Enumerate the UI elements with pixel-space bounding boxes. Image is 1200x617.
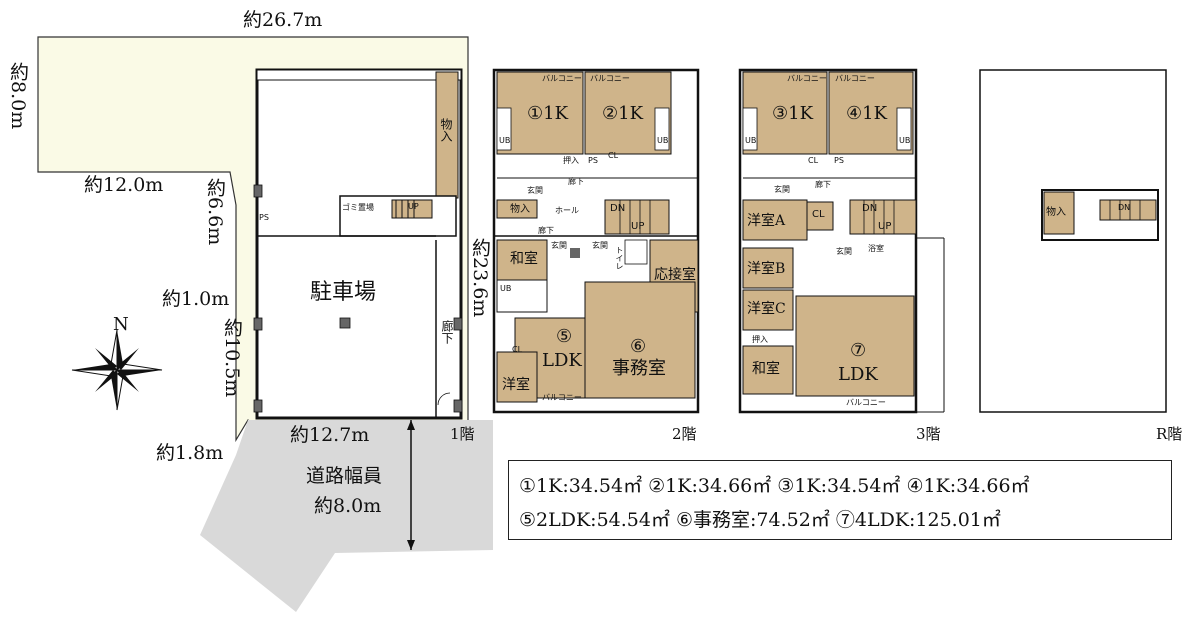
rf-storage: 物入 bbox=[1046, 207, 1066, 218]
f2-storage: 物入 bbox=[510, 204, 530, 215]
f3-roka: 廊下 bbox=[815, 180, 831, 189]
f3-ps: PS bbox=[834, 156, 844, 165]
dim-height-23-6: 約23.6m bbox=[469, 238, 491, 318]
unit1-label: ①1K bbox=[527, 103, 569, 124]
f3-cl-2: CL bbox=[812, 209, 825, 220]
f2-balcony-2: バルコニー bbox=[590, 74, 630, 83]
floor2-label: 2階 bbox=[672, 425, 697, 443]
f2-ps: PS bbox=[588, 156, 598, 165]
unit3-label: ③1K bbox=[772, 103, 814, 124]
f3-yoshitsu-b: 洋室B bbox=[747, 261, 786, 277]
floor3-label: 3階 bbox=[916, 425, 941, 443]
f2-cl: CL bbox=[608, 151, 619, 160]
roof-plan bbox=[979, 69, 1167, 413]
dim-corner: 約1.8m bbox=[156, 442, 224, 464]
f2-up: UP bbox=[631, 221, 645, 232]
unit6-number: ⑥ bbox=[630, 336, 647, 357]
dim-small: 約1.0m bbox=[162, 288, 230, 310]
rf-dn: DN bbox=[1118, 203, 1131, 212]
f3-ub-1: UB bbox=[745, 136, 757, 145]
legend-line-2: ⑤2LDK:54.54㎡ ⑥事務室:74.52㎡ ⑦4LDK:125.01㎡ bbox=[519, 509, 1001, 531]
f2-cl-2: CL bbox=[512, 345, 523, 354]
f3-yoshitsu-a: 洋室A bbox=[747, 213, 786, 229]
road-width: 約8.0m bbox=[314, 495, 382, 517]
f2-toilet: トイレ bbox=[615, 246, 624, 270]
unit5-number: ⑤ bbox=[556, 326, 573, 347]
f2-balcony-3: バルコニー bbox=[542, 393, 582, 402]
floor1-plan bbox=[253, 68, 463, 420]
dim-step: 約12.0m bbox=[84, 174, 164, 196]
f3-ub-2: UB bbox=[899, 136, 911, 145]
dim-front: 約12.7m bbox=[290, 424, 370, 446]
f2-genkan-3: 玄関 bbox=[592, 241, 608, 250]
floor2-plan bbox=[492, 68, 700, 414]
f3-genkan-2: 玄関 bbox=[836, 247, 852, 256]
north-arrow bbox=[71, 329, 163, 411]
dim-left-top: 約8.0m bbox=[7, 62, 29, 130]
legend-line-1: ①1K:34.54㎡ ②1K:34.66㎡ ③1K:34.54㎡ ④1K:34.… bbox=[519, 475, 1030, 497]
f3-cl: CL bbox=[808, 156, 819, 165]
parking-label: 駐車場 bbox=[310, 280, 377, 305]
f2-washitsu: 和室 bbox=[510, 251, 538, 267]
f1-trash: ゴミ置場 bbox=[342, 203, 374, 212]
f1-ps: PS bbox=[259, 213, 269, 222]
f3-balcony-1: バルコニー bbox=[787, 74, 827, 83]
unit5-label: LDK bbox=[542, 350, 582, 371]
f3-bath: 浴室 bbox=[868, 244, 884, 253]
f2-roka-2: 廊下 bbox=[538, 226, 554, 235]
f3-balcony-2: バルコニー bbox=[835, 74, 875, 83]
f2-ub-2: UB bbox=[657, 136, 669, 145]
f2-ub-3: UB bbox=[500, 284, 512, 293]
f3-oshiire: 押入 bbox=[752, 335, 768, 344]
f2-hall: ホール bbox=[555, 206, 579, 215]
north-label: N bbox=[113, 314, 129, 335]
f2-oshiire: 押入 bbox=[563, 156, 579, 165]
f3-genkan: 玄関 bbox=[774, 185, 790, 194]
dim-left-low: 約10.5m bbox=[221, 318, 243, 398]
dim-top-width: 約26.7m bbox=[243, 9, 323, 31]
f2-balcony-1: バルコニー bbox=[542, 74, 582, 83]
floor3-plan bbox=[738, 68, 945, 414]
road-area bbox=[200, 420, 493, 612]
f1-corridor: 廊下 bbox=[440, 320, 454, 344]
f2-genkan-2: 玄関 bbox=[551, 241, 567, 250]
unit7-number: ⑦ bbox=[850, 340, 867, 361]
f2-dn: DN bbox=[610, 203, 626, 214]
floor1-label: 1階 bbox=[450, 425, 475, 443]
f3-washitsu: 和室 bbox=[752, 361, 780, 377]
f2-roka: 廊下 bbox=[568, 177, 584, 186]
f3-balcony-3: バルコニー bbox=[846, 398, 886, 407]
f3-dn: DN bbox=[862, 203, 878, 214]
f1-storage: 物入 bbox=[439, 118, 453, 142]
f3-up: UP bbox=[878, 221, 892, 232]
f2-genkan-1: 玄関 bbox=[527, 186, 543, 195]
dim-left-mid: 約6.6m bbox=[204, 178, 226, 246]
roof-floor-label: R階 bbox=[1156, 425, 1183, 443]
area-legend: ①1K:34.54㎡ ②1K:34.66㎡ ③1K:34.54㎡ ④1K:34.… bbox=[508, 460, 1172, 540]
unit2-label: ②1K bbox=[602, 103, 644, 124]
f2-oseshitsu: 応接室 bbox=[654, 267, 696, 283]
f2-yoshitsu: 洋室 bbox=[502, 377, 530, 393]
unit4-label: ④1K bbox=[846, 103, 888, 124]
road-label: 道路幅員 bbox=[306, 465, 383, 487]
f1-up: UP bbox=[408, 202, 419, 211]
f3-yoshitsu-c: 洋室C bbox=[747, 301, 786, 317]
f2-ub-1: UB bbox=[499, 136, 511, 145]
unit6-label: 事務室 bbox=[612, 358, 666, 379]
unit7-label: LDK bbox=[838, 364, 878, 385]
